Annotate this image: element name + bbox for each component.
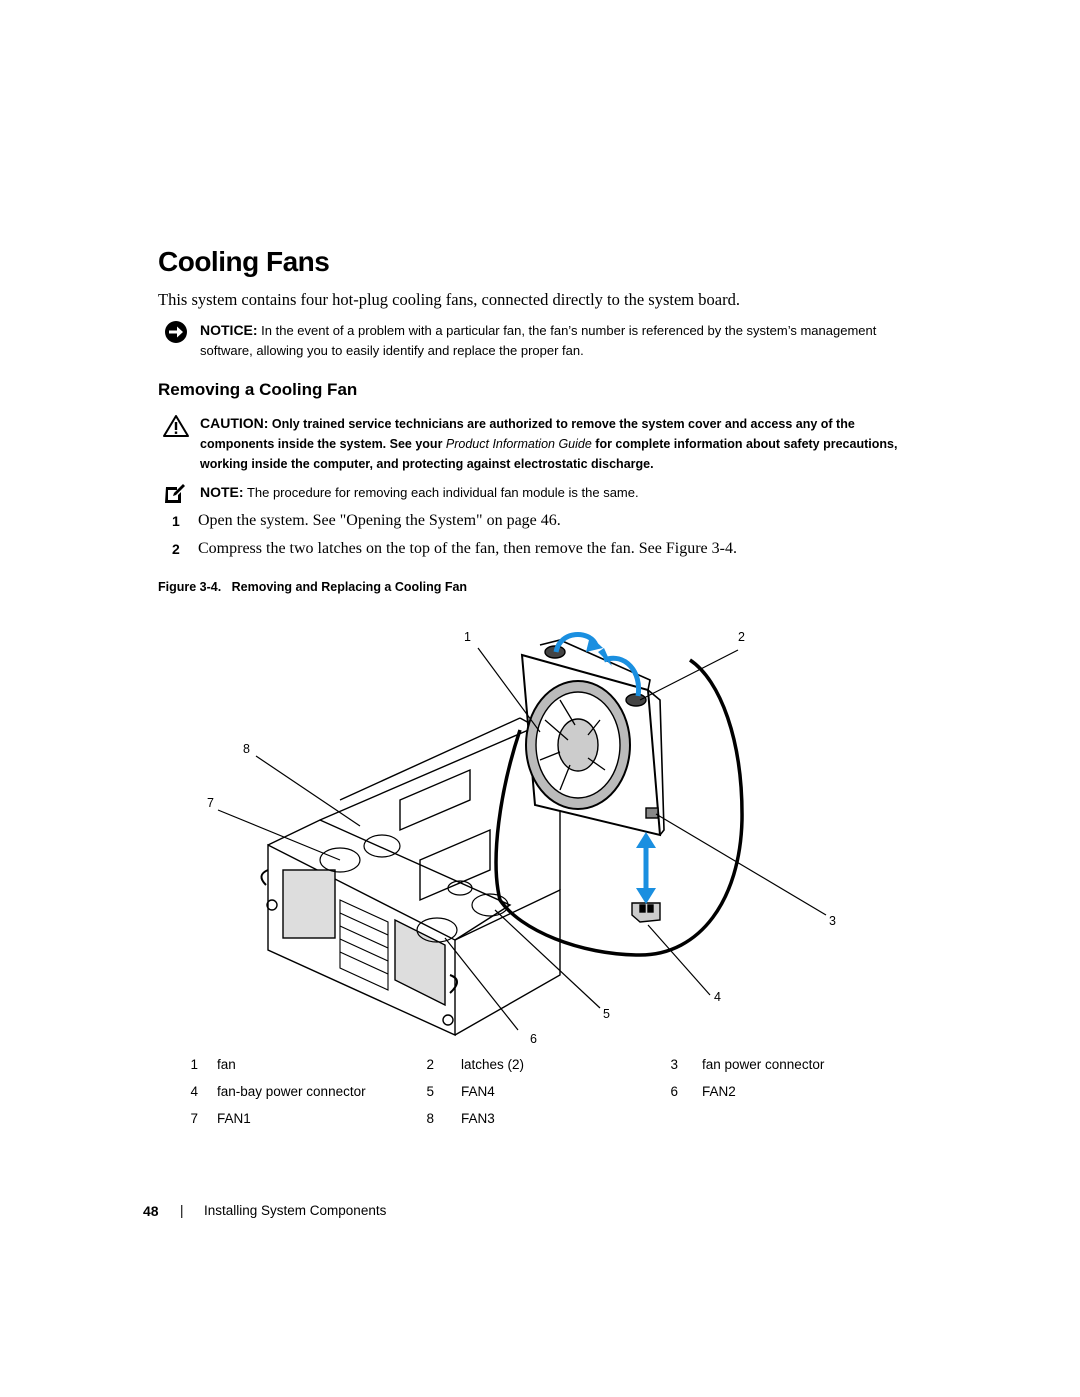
note-label: NOTE:: [200, 484, 244, 500]
legend-number: 1: [190, 1057, 198, 1072]
legend-label: fan power connector: [702, 1057, 825, 1072]
chapter-title: Installing System Components: [204, 1203, 387, 1218]
legend-label: FAN1: [217, 1111, 251, 1126]
step-1: 1 Open the system. See "Opening the Syst…: [172, 510, 932, 532]
legend-number: 8: [426, 1111, 434, 1126]
legend-label: fan-bay power connector: [217, 1084, 366, 1099]
latch-rotation-arrow-icon: [553, 632, 642, 697]
cooling-fan-illustration: [217, 632, 827, 1037]
notice-icon: [164, 320, 188, 344]
step-2: 2 Compress the two latches on the top of…: [172, 538, 932, 560]
step-number: 1: [172, 513, 180, 529]
callout-6: 6: [530, 1032, 537, 1046]
legend-number: 7: [190, 1111, 198, 1126]
caution-text: CAUTION: Only trained service technician…: [200, 413, 905, 474]
callout-2: 2: [738, 630, 745, 644]
footer-separator: |: [180, 1203, 184, 1218]
notice-text: NOTICE: In the event of a problem with a…: [200, 320, 900, 361]
step-text: Compress the two latches on the top of t…: [198, 540, 737, 557]
notice-label: NOTICE:: [200, 322, 258, 338]
caution-triangle-icon: [162, 414, 190, 438]
legend-label: fan: [217, 1057, 236, 1072]
callout-4: 4: [714, 990, 721, 1004]
caution-body-1: Only trained service technicians are aut…: [200, 417, 855, 451]
legend-number: 4: [190, 1084, 198, 1099]
note-pencil-icon: [163, 481, 187, 505]
legend-number: 6: [670, 1084, 678, 1099]
notice-body: In the event of a problem with a particu…: [200, 323, 877, 358]
step-text: Open the system. See "Opening the System…: [198, 512, 561, 529]
section-title: Removing a Cooling Fan: [158, 380, 358, 399]
legend-label: latches (2): [461, 1057, 525, 1072]
callout-1: 1: [464, 630, 471, 644]
callout-7: 7: [207, 796, 214, 810]
callout-5: 5: [603, 1007, 610, 1021]
step-number: 2: [172, 541, 180, 557]
vertical-insert-arrow-icon: [636, 832, 656, 904]
product-information-guide-ref: Product Information Guide: [445, 437, 592, 451]
note-body: The procedure for removing each individu…: [243, 485, 639, 500]
page-title: Cooling Fans: [158, 246, 330, 277]
intro-paragraph: This system contains four hot-plug cooli…: [158, 290, 740, 309]
legend-number: 3: [670, 1057, 678, 1072]
legend-label: FAN4: [461, 1084, 495, 1099]
legend-number: 2: [426, 1057, 434, 1072]
legend-label: FAN3: [461, 1111, 495, 1126]
caution-body-2: for complete information about safety pr…: [200, 437, 898, 471]
callout-3: 3: [829, 914, 836, 928]
caution-label: CAUTION:: [200, 415, 269, 431]
callout-8: 8: [243, 742, 250, 756]
legend-number: 5: [426, 1084, 434, 1099]
note-text: NOTE: The procedure for removing each in…: [200, 482, 900, 503]
figure-caption: Figure 3-4. Removing and Replacing a Coo…: [158, 580, 468, 594]
page-number: 48: [143, 1203, 159, 1219]
legend-label: FAN2: [702, 1084, 736, 1099]
